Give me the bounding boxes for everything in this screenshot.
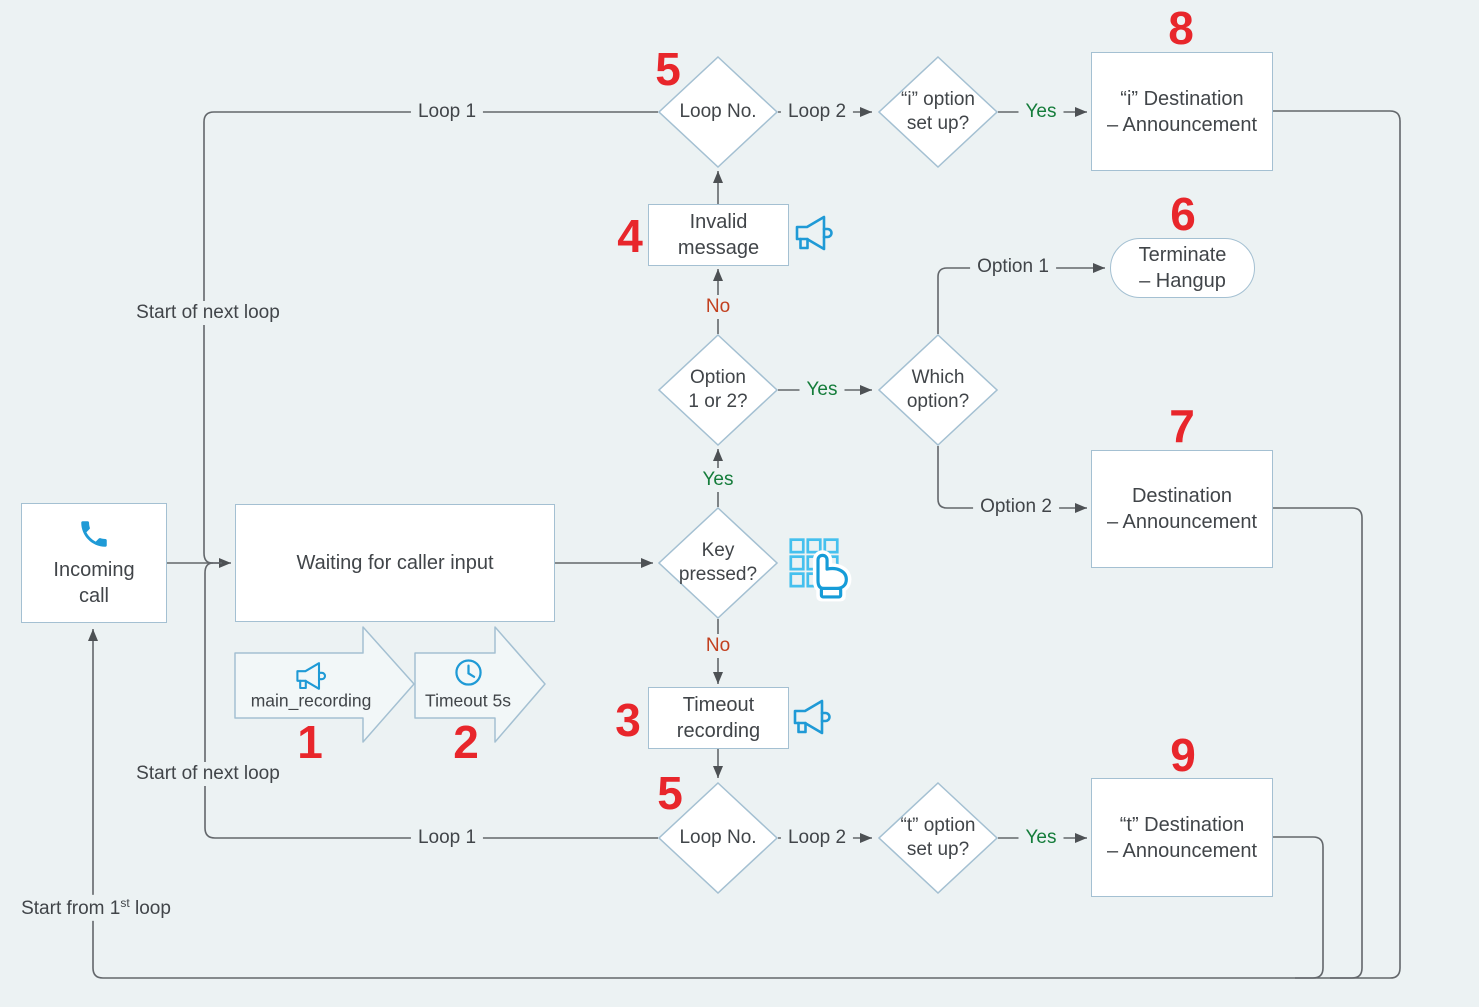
decision-loop-no-bottom: Loop No. [658, 782, 778, 894]
phone-icon [77, 517, 111, 551]
step-number-2: 2 [453, 716, 479, 768]
wire-option2 [937, 446, 1087, 513]
node-label: Incoming call [53, 559, 135, 607]
megaphone-icon [790, 696, 834, 738]
node-timeout-recording: Timeout recording [648, 687, 789, 749]
node-label: “i” Destination – Announcement [1106, 87, 1258, 136]
decision-label: Key pressed? [678, 540, 758, 585]
node-i-destination-announcement: “i” Destination – Announcement [1091, 52, 1273, 171]
step-number-8: 8 [1168, 2, 1194, 54]
node-label: Timeout recording [676, 694, 761, 742]
decision-option-1-or-2: Option 1 or 2? [658, 334, 778, 446]
node-label: Destination – Announcement [1106, 485, 1258, 533]
keypad-tap-icon [784, 530, 852, 606]
wire-restart-loop [88, 110, 1401, 979]
decision-label: Loop No. [679, 101, 757, 123]
label-loop2-bottom: Loop 2 [780, 826, 854, 850]
node-label: Invalid message [677, 211, 760, 259]
step-number-7: 7 [1169, 400, 1195, 452]
label-start-next-loop-top: Start of next loop [129, 301, 287, 325]
wire-option1 [937, 263, 1105, 334]
decision-label: Loop No. [679, 827, 757, 849]
node-incoming-call: Incoming call [21, 503, 167, 623]
block-arrow-label-main-recording: main_recording [250, 690, 372, 711]
label-loop1-top: Loop 1 [410, 100, 484, 124]
step-number-6: 6 [1170, 188, 1196, 240]
clock-icon [453, 657, 484, 688]
decision-label: “t” option set up? [900, 815, 976, 860]
decision-i-option-set-up: “i” option set up? [878, 56, 998, 168]
decision-t-option-set-up: “t” option set up? [878, 782, 998, 894]
step-number-4: 4 [617, 210, 643, 262]
decision-label: “i” option set up? [901, 89, 975, 134]
megaphone-icon [293, 660, 329, 692]
label-start-next-loop-bottom: Start of next loop [129, 762, 287, 786]
label-option2: Option 2 [973, 495, 1059, 519]
node-terminate-hangup: Terminate – Hangup [1110, 238, 1255, 298]
step-number-1: 1 [297, 716, 323, 768]
node-destination-announcement: Destination – Announcement [1091, 450, 1273, 568]
block-arrow-timeout-5s [414, 626, 546, 743]
wire-tdest-rail [1273, 836, 1324, 979]
step-number-5-top: 5 [655, 43, 681, 95]
node-label: Terminate – Hangup [1138, 244, 1227, 292]
label-option1: Option 1 [970, 255, 1056, 279]
label-loop1-bottom: Loop 1 [410, 826, 484, 850]
node-invalid-message: Invalid message [648, 204, 789, 266]
megaphone-icon [792, 212, 836, 254]
label-start-from-first-loop: Start from 1st loop [14, 894, 178, 922]
label-no-invalid: No [698, 295, 738, 319]
label-yes-option: Yes [695, 468, 741, 492]
decision-which-option: Which option? [878, 334, 998, 446]
wire-loop1-bottom-rail [204, 562, 658, 839]
decision-loop-no-top: Loop No. [658, 56, 778, 168]
node-label: Waiting for caller input [296, 552, 494, 574]
step-number-9: 9 [1170, 729, 1196, 781]
node-waiting-for-input: Waiting for caller input [235, 504, 555, 622]
decision-label: Option 1 or 2? [688, 367, 748, 412]
label-yes-i: Yes [1018, 100, 1064, 124]
wire-dest-rail [1273, 507, 1363, 979]
label-no-timeout: No [698, 634, 738, 658]
node-label: “t” Destination – Announcement [1106, 813, 1258, 862]
decision-key-pressed: Key pressed? [658, 507, 778, 619]
block-arrow-label-timeout-5s: Timeout 5s [425, 690, 511, 711]
label-yes-which: Yes [799, 378, 845, 402]
wire-loop1-top-rail [203, 111, 658, 564]
step-number-5-bottom: 5 [657, 767, 683, 819]
block-arrow-main-recording [234, 626, 415, 743]
node-t-destination-announcement: “t” Destination – Announcement [1091, 778, 1273, 897]
decision-label: Which option? [906, 367, 970, 412]
label-yes-t: Yes [1018, 826, 1064, 850]
label-loop2-top: Loop 2 [780, 100, 854, 124]
step-number-3: 3 [615, 694, 641, 746]
